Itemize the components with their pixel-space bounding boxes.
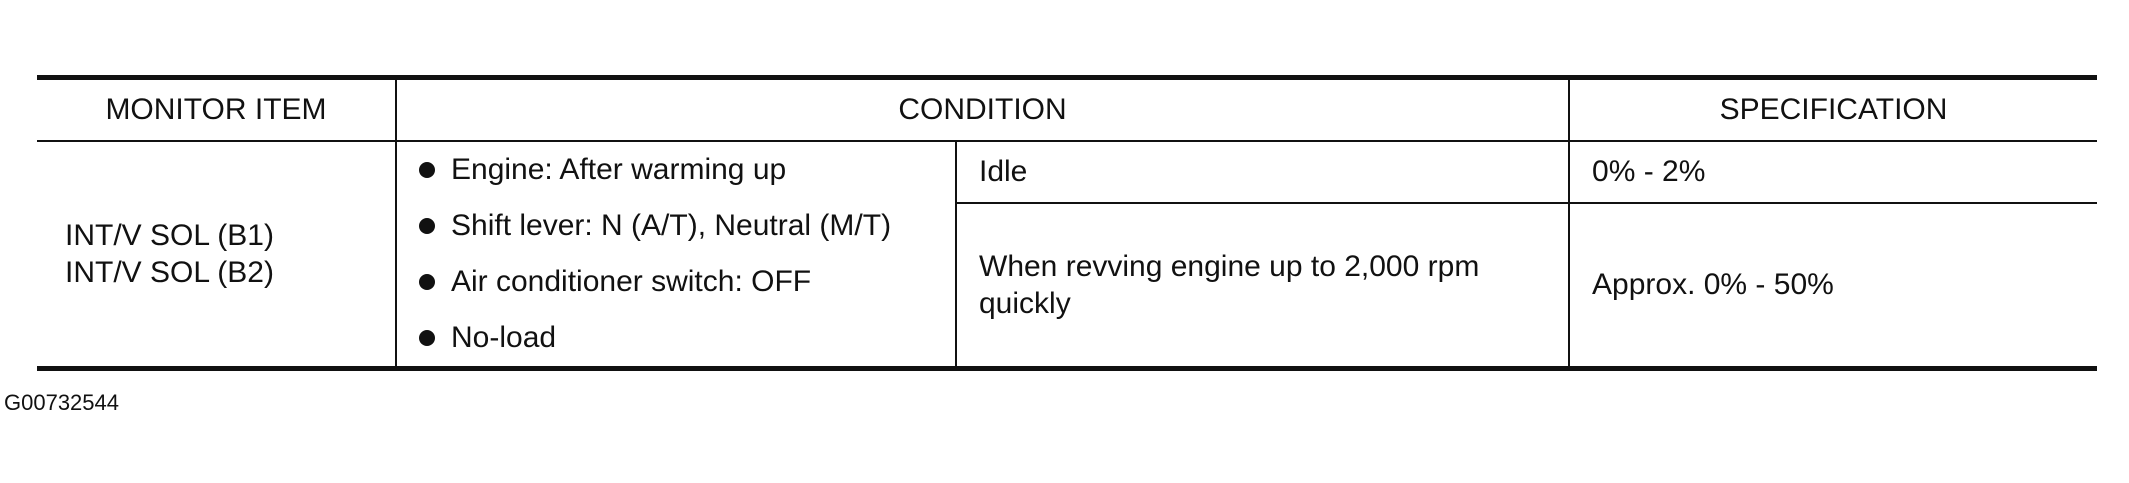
- table-row: When revving engine up to 2,000 rpm quic…: [37, 202, 2098, 369]
- condition-text: No-load: [451, 321, 557, 355]
- specification-table: MONITOR ITEM CONDITION SPECIFICATION INT…: [37, 75, 2098, 371]
- monitor-item: INT/V SOL (B2): [65, 256, 274, 289]
- bullet-icon: [419, 274, 435, 290]
- bullet-icon: [419, 218, 435, 234]
- common-conditions-cell: Engine: After warming up Shift lever: N …: [396, 141, 957, 369]
- common-conditions-list: Engine: After warming up Shift lever: N …: [419, 142, 947, 366]
- monitor-item-cell: INT/V SOL (B1) INT/V SOL (B2): [37, 141, 397, 369]
- figure-id: G00732544: [4, 390, 119, 415]
- bullet-icon: [419, 162, 435, 178]
- spec-revving: Approx. 0% - 50%: [1569, 202, 2098, 369]
- table-row: INT/V SOL (B1) INT/V SOL (B2) Engine: Af…: [37, 141, 2097, 369]
- spec-idle: 0% - 2%: [1592, 155, 1706, 189]
- list-item: Air conditioner switch: OFF: [419, 254, 947, 310]
- list-item: No-load: [419, 310, 947, 366]
- condition-revving: When revving engine up to 2,000 rpm quic…: [956, 202, 1571, 369]
- list-item: Engine: After warming up: [419, 142, 947, 198]
- monitor-item: INT/V SOL (B1): [65, 218, 274, 252]
- list-item: Shift lever: N (A/T), Neutral (M/T): [419, 198, 947, 254]
- condition-text: Engine: After warming up: [451, 153, 787, 187]
- header-condition: CONDITION: [396, 77, 1571, 142]
- condition-text: Air conditioner switch: OFF: [451, 265, 812, 299]
- header-monitor-item: MONITOR ITEM: [37, 77, 397, 142]
- condition-idle: Idle: [956, 141, 1571, 203]
- table-header-row: MONITOR ITEM CONDITION SPECIFICATION: [37, 77, 2098, 142]
- bullet-icon: [419, 330, 435, 346]
- header-specification: SPECIFICATION: [1569, 77, 2098, 142]
- condition-text: Shift lever: N (A/T), Neutral (M/T): [451, 209, 892, 243]
